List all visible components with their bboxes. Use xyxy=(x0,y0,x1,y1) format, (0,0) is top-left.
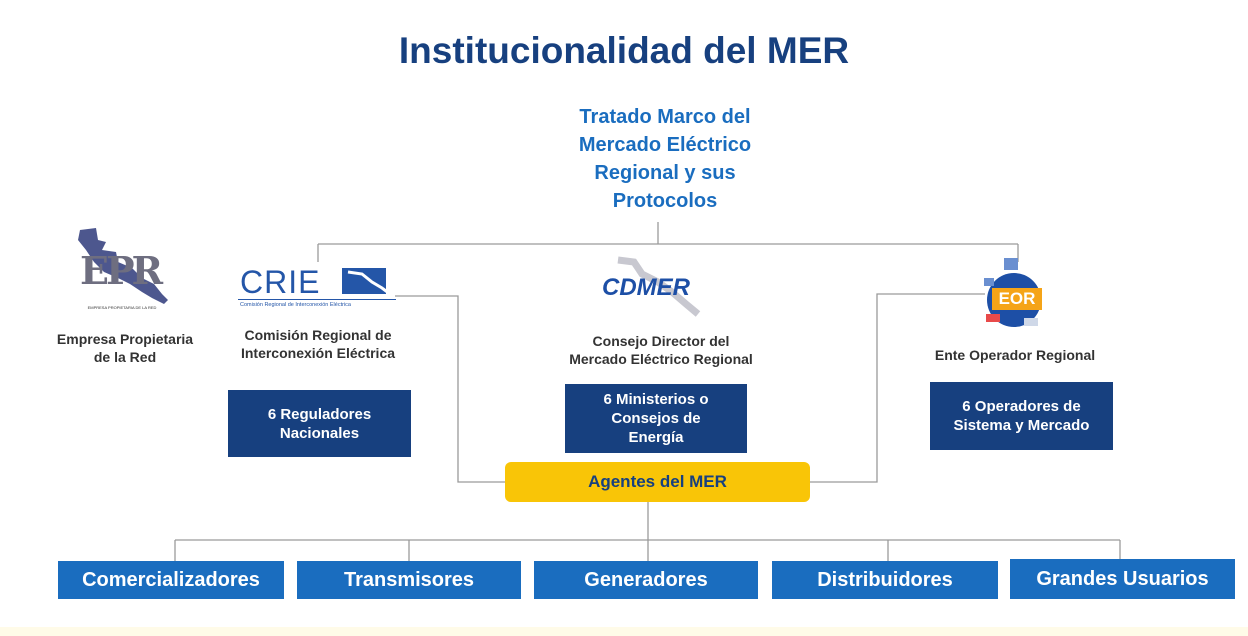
crie-logo: CRIE Comisión Regional de Interconexión … xyxy=(238,262,396,310)
category-transmisores: Transmisores xyxy=(297,561,521,599)
eor-logo: EOR xyxy=(984,256,1046,332)
cdmer-label: Consejo Director del Mercado Eléctrico R… xyxy=(569,333,753,367)
cdmer-ministries-box: 6 Ministerios o Consejos de Energía xyxy=(565,384,747,453)
eor-label: Ente Operador Regional xyxy=(934,347,1096,363)
central-america-map-icon xyxy=(78,228,168,304)
category-generadores: Generadores xyxy=(534,561,758,599)
crie-map-icon xyxy=(342,268,391,296)
crie-label: Comisión Regional de Interconexión Eléct… xyxy=(240,327,396,361)
crie-logo-text: CRIE xyxy=(240,264,321,300)
crie-agents-line xyxy=(395,295,505,483)
category-comercializadores: Comercializadores xyxy=(58,561,284,599)
bottom-strip xyxy=(0,627,1248,636)
eor-logo-text: EOR xyxy=(992,288,1042,310)
cdmer-logo: CDMER xyxy=(598,256,718,320)
crie-logo-subtext: Comisión Regional de Interconexión Eléct… xyxy=(240,302,351,308)
eor-agents-line xyxy=(810,293,985,483)
crie-regulators-box: 6 Reguladores Nacionales xyxy=(228,390,411,457)
epr-logo-text: EPR xyxy=(80,248,163,293)
epr-label: Empresa Propietaria de la Red xyxy=(56,331,194,365)
cdmer-logo-text: CDMER xyxy=(602,274,690,301)
cdmer-map-icon xyxy=(617,256,701,317)
agents-box: Agentes del MER xyxy=(505,462,810,502)
category-grandes-usuarios: Grandes Usuarios xyxy=(1010,559,1235,599)
treaty-title: Tratado Marco del Mercado Eléctrico Regi… xyxy=(578,106,752,212)
eor-operators-box: 6 Operadores de Sistema y Mercado xyxy=(930,382,1113,450)
epr-logo: EPR EMPRESA PROPIETARIA DE LA RED xyxy=(72,226,172,314)
epr-logo-subtext: EMPRESA PROPIETARIA DE LA RED xyxy=(87,305,157,310)
page-title: Institucionalidad del MER xyxy=(398,30,850,71)
category-distribuidores: Distribuidores xyxy=(772,561,998,599)
